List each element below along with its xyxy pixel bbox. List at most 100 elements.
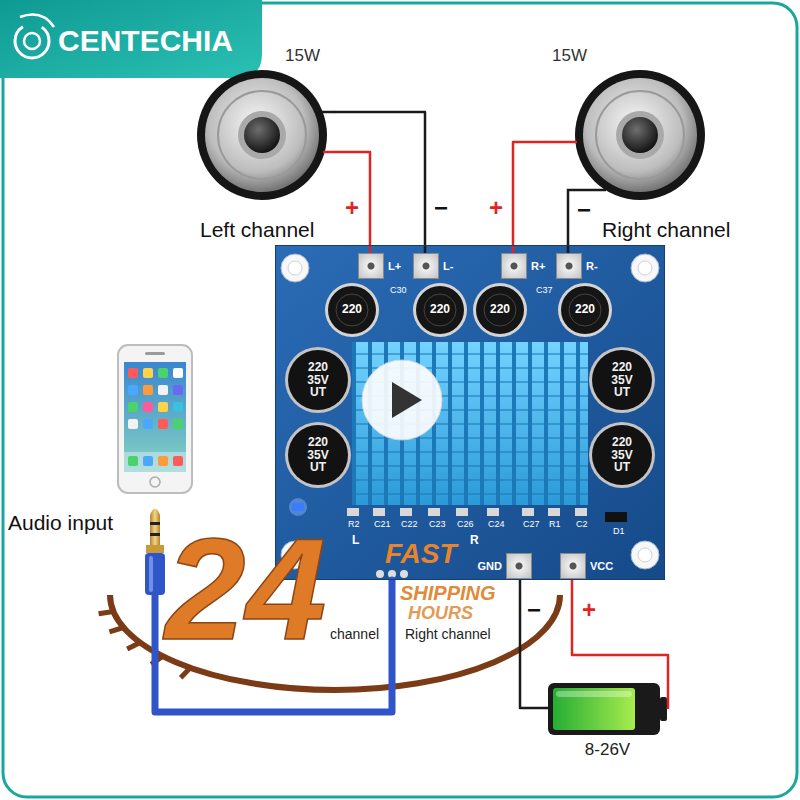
silkscreen-ref: C26 bbox=[457, 519, 474, 529]
battery-cell bbox=[553, 688, 635, 730]
speaker-terminal: R+ bbox=[501, 253, 545, 279]
image-frame bbox=[3, 3, 797, 797]
smd-component bbox=[456, 508, 468, 516]
polarity-mark: + bbox=[489, 196, 503, 220]
terminal-pad bbox=[560, 553, 586, 579]
play-button bbox=[362, 360, 442, 440]
stopwatch-ring bbox=[99, 612, 114, 614]
stopwatch-ring bbox=[181, 668, 191, 678]
inductor bbox=[476, 286, 524, 334]
smd-component bbox=[428, 508, 440, 516]
speaker-unit: 15W Left channel bbox=[190, 40, 335, 245]
inductor bbox=[325, 283, 379, 337]
inductor bbox=[484, 294, 516, 326]
audio-input-plug: Audio input bbox=[8, 505, 168, 595]
electrolytic-capacitor bbox=[285, 347, 655, 488]
speaker-wire-stub bbox=[321, 112, 606, 245]
status-led bbox=[289, 498, 307, 516]
speaker-left bbox=[218, 91, 306, 179]
channel-name: Left channel bbox=[200, 218, 314, 242]
inductor bbox=[416, 286, 464, 334]
smartphone bbox=[150, 477, 160, 487]
battery-cell bbox=[667, 680, 670, 709]
silkscreen-ref: C21 bbox=[374, 519, 391, 529]
audio-plug bbox=[150, 509, 160, 546]
mounting-hole bbox=[638, 548, 652, 562]
speaker-terminal: R- bbox=[556, 253, 598, 279]
inductor bbox=[325, 283, 612, 337]
smd-component bbox=[400, 508, 412, 516]
electrolytic-capacitor bbox=[589, 422, 655, 488]
audio-plug bbox=[150, 522, 160, 525]
input-pad bbox=[376, 570, 384, 578]
heatsink bbox=[352, 342, 588, 505]
power-rating: 15W bbox=[285, 46, 320, 66]
smartphone bbox=[128, 368, 138, 378]
stopwatch-ring bbox=[127, 643, 140, 650]
smartphone bbox=[173, 456, 183, 466]
silkscreen-ref: R2 bbox=[348, 519, 360, 529]
audio-plug bbox=[150, 533, 160, 536]
terminal-label: GND bbox=[478, 560, 502, 573]
electrolytic-capacitor bbox=[285, 347, 351, 413]
inductor bbox=[328, 286, 376, 334]
speaker-right bbox=[596, 91, 684, 179]
smartphone bbox=[173, 419, 183, 429]
promo-text: HOURS bbox=[408, 604, 473, 622]
smartphone bbox=[128, 385, 138, 395]
promo-text: SHIPPING bbox=[400, 583, 496, 603]
audio-plug bbox=[149, 556, 153, 592]
audio-plug bbox=[145, 509, 165, 596]
status-led bbox=[292, 503, 304, 511]
smartphone bbox=[128, 456, 138, 466]
terminal-label: R- bbox=[586, 260, 598, 273]
battery: 8-26V bbox=[545, 680, 670, 765]
smartphone bbox=[173, 385, 183, 395]
promo-number: 24 bbox=[165, 517, 326, 662]
smartphone bbox=[158, 419, 168, 429]
smartphone bbox=[158, 456, 168, 466]
terminal-pad bbox=[358, 253, 384, 279]
speaker-left bbox=[197, 70, 327, 200]
jack-channel-mark: L bbox=[352, 534, 359, 548]
mounting-hole bbox=[281, 254, 309, 282]
inductor bbox=[569, 294, 601, 326]
jack-channel-mark: R bbox=[470, 534, 479, 548]
smd-component bbox=[347, 508, 359, 516]
smartphone bbox=[158, 368, 168, 378]
silkscreen-ref: C22 bbox=[401, 519, 418, 529]
battery-cell bbox=[545, 680, 668, 735]
speaker-wire-stub bbox=[323, 151, 335, 154]
wire bbox=[335, 152, 370, 253]
silkscreen-ref: R1 bbox=[549, 519, 561, 529]
heatsink bbox=[352, 342, 588, 505]
terminal-pad bbox=[501, 253, 527, 279]
silkscreen-ref: C30 bbox=[390, 285, 407, 295]
smartphone bbox=[128, 419, 138, 429]
speaker-right bbox=[622, 117, 658, 153]
speaker-unit: 15WRight channel bbox=[545, 40, 755, 245]
silkscreen-ref: C27 bbox=[523, 519, 540, 529]
terminal-label: L- bbox=[443, 260, 453, 273]
inductor bbox=[558, 283, 612, 337]
amplifier-pcb bbox=[275, 245, 665, 580]
heatsink bbox=[352, 342, 588, 505]
speaker-terminal: L+ bbox=[358, 253, 401, 279]
smartphone bbox=[124, 452, 186, 472]
terminal-label: L+ bbox=[388, 260, 401, 273]
status-led bbox=[289, 498, 307, 516]
mounting-hole bbox=[631, 254, 659, 282]
brand-banner bbox=[15, 24, 49, 58]
smartphone bbox=[173, 402, 183, 412]
smd-component bbox=[548, 508, 560, 516]
brand-banner bbox=[0, 0, 262, 78]
terminal-pad bbox=[413, 253, 439, 279]
wire bbox=[520, 579, 545, 708]
polarity-mark: − bbox=[527, 598, 541, 622]
inductor bbox=[336, 294, 368, 326]
capacitor-marking: 220 35V UT bbox=[602, 436, 642, 474]
smartphone bbox=[158, 402, 168, 412]
electrolytic-capacitor bbox=[592, 350, 652, 410]
battery-cell bbox=[660, 697, 667, 721]
